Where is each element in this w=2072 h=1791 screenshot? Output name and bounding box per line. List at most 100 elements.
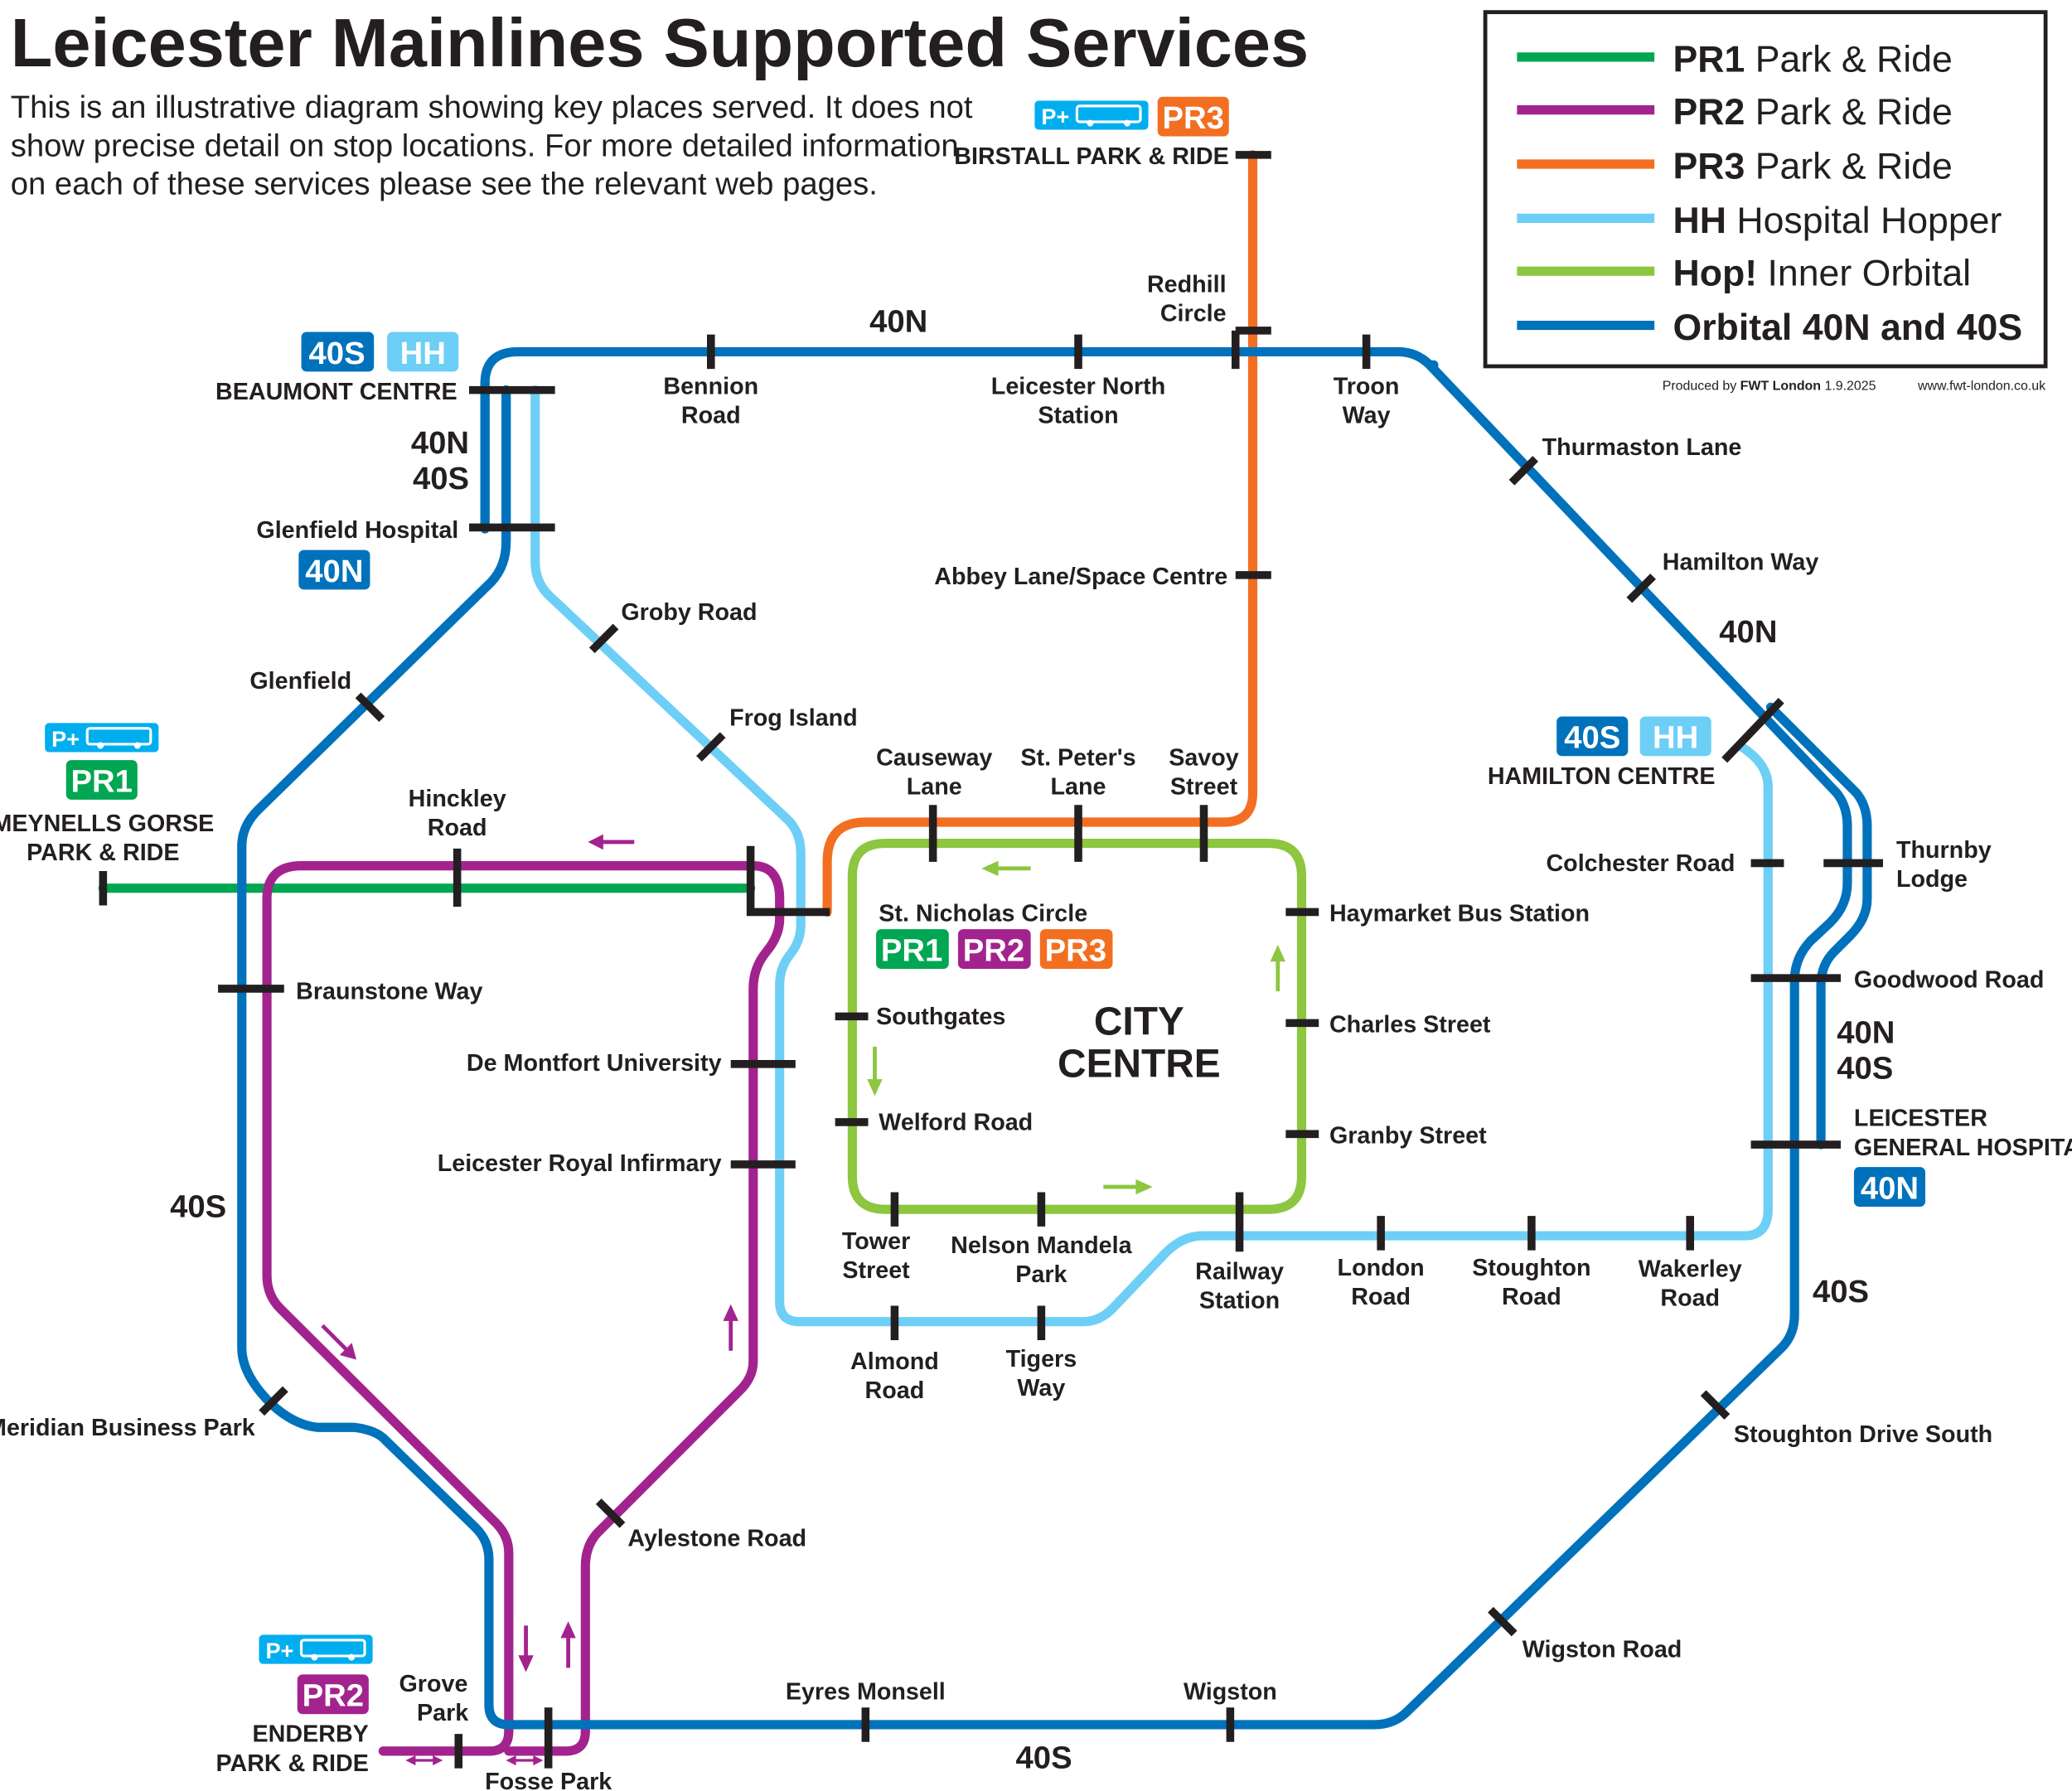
stop-aylestone: Aylestone Road bbox=[627, 1526, 806, 1552]
badge-pr2-enderby: PR2 bbox=[297, 1674, 369, 1715]
svg-text:PR2: PR2 bbox=[963, 932, 1024, 968]
svg-text:PR3 Park & Ride: PR3 Park & Ride bbox=[1673, 147, 1952, 187]
stop-labels: BIRSTALL PARK & RIDE BEAUMONT CENTRE Ben… bbox=[0, 143, 2072, 1791]
legend-item-hh: HH Hospital Hopper bbox=[1517, 201, 2002, 241]
route-orbital-40n bbox=[480, 360, 1872, 1150]
stop-wigston: Wigston bbox=[1184, 1679, 1277, 1706]
stop-beaumont: BEAUMONT CENTRE bbox=[215, 379, 457, 405]
svg-text:PR1: PR1 bbox=[881, 932, 942, 968]
city-centre-label: CENTRE bbox=[1058, 1043, 1221, 1087]
svg-text:40N: 40N bbox=[1837, 1014, 1895, 1050]
badge-pr3-st-nicholas: PR3 bbox=[1039, 929, 1113, 969]
badge-40n-glenfield: 40N bbox=[298, 549, 370, 590]
arrow-down-icon bbox=[867, 1047, 883, 1096]
route-labels: 40N 40N 40S 40N 40N 40S 40S 40S 40S bbox=[170, 303, 1895, 1775]
svg-text:PR3: PR3 bbox=[1045, 932, 1106, 968]
route-hh bbox=[530, 385, 1773, 1327]
badge-40s-beaumont: 40S bbox=[301, 332, 375, 372]
route-pr3 bbox=[822, 150, 1258, 917]
arrow-left-right-icon bbox=[405, 1755, 443, 1766]
svg-text:PR3: PR3 bbox=[1163, 100, 1224, 136]
svg-text:40N: 40N bbox=[1861, 1170, 1919, 1206]
subtitle-line: This is an illustrative diagram showing … bbox=[11, 90, 973, 125]
svg-text:40S: 40S bbox=[1837, 1050, 1893, 1086]
legend-item-orbital: Orbital 40N and 40S bbox=[1517, 307, 2022, 348]
route-orbital-40s bbox=[237, 346, 1852, 1730]
legend: PR1 Park & Ride PR2 Park & Ride PR3 Park… bbox=[1483, 10, 2048, 369]
svg-text:40S: 40S bbox=[1564, 720, 1620, 756]
stop-wigston-road: Wigston Road bbox=[1523, 1637, 1682, 1663]
subtitle-line: on each of these services please see the… bbox=[11, 167, 878, 202]
stop-braunstone: Braunstone Way bbox=[296, 979, 482, 1005]
arrow-down-right-icon bbox=[321, 1324, 357, 1360]
stop-stoughton-drive: Stoughton Drive South bbox=[1734, 1421, 1992, 1448]
arrow-up-icon bbox=[560, 1621, 576, 1668]
arrow-right-icon bbox=[1103, 1179, 1153, 1195]
svg-text:40S: 40S bbox=[1016, 1740, 1072, 1776]
stop-fosse-park: Fosse Park bbox=[485, 1769, 612, 1791]
legend-item-pr1: PR1 Park & Ride bbox=[1517, 39, 1953, 80]
stop-glenfield: Glenfield bbox=[249, 668, 351, 695]
svg-text:HH Hospital Hopper: HH Hospital Hopper bbox=[1673, 201, 2002, 241]
direction-arrows bbox=[321, 834, 1285, 1766]
arrow-left-icon bbox=[588, 834, 635, 850]
stop-charles: Charles Street bbox=[1329, 1012, 1491, 1038]
page-title: Leicester Mainlines Supported Services bbox=[11, 4, 1309, 81]
stop-granby: Granby Street bbox=[1329, 1122, 1487, 1149]
badge-hh-beaumont: HH bbox=[387, 332, 459, 372]
legend-item-pr3: PR3 Park & Ride bbox=[1517, 147, 1953, 187]
legend-item-pr2: PR2 Park & Ride bbox=[1517, 92, 1953, 133]
badge-birstall-pplus bbox=[1033, 99, 1150, 132]
svg-text:PR1: PR1 bbox=[71, 763, 133, 799]
arrow-left-icon bbox=[981, 860, 1031, 877]
stop-frog-island: Frog Island bbox=[729, 705, 858, 732]
city-centre-label: CITY bbox=[1094, 1000, 1184, 1044]
credit: Produced by FWT London 1.9.2025 bbox=[1663, 380, 1876, 394]
svg-text:40N: 40N bbox=[1719, 614, 1777, 650]
badge-pr1-st-nicholas: PR1 bbox=[876, 929, 949, 969]
arrow-left-right-icon bbox=[506, 1755, 544, 1766]
badge-meynells-pplus bbox=[43, 721, 160, 754]
svg-text:Orbital 40N and 40S: Orbital 40N and 40S bbox=[1673, 307, 2022, 348]
stop-glenfield-hospital: Glenfield Hospital bbox=[256, 517, 458, 544]
svg-text:40S: 40S bbox=[413, 461, 469, 496]
svg-text:HH: HH bbox=[400, 336, 446, 371]
svg-text:Hop! Inner Orbital: Hop! Inner Orbital bbox=[1673, 254, 1971, 294]
stop-haymarket: Haymarket Bus Station bbox=[1329, 901, 1590, 927]
stop-dmu: De Montfort University bbox=[467, 1050, 722, 1077]
svg-text:40N: 40N bbox=[411, 425, 469, 461]
stop-goodwood: Goodwood Road bbox=[1854, 966, 2044, 993]
stop-southgates: Southgates bbox=[876, 1004, 1005, 1030]
legend-item-hop: Hop! Inner Orbital bbox=[1517, 254, 1971, 294]
badge-40s-hamilton: 40S bbox=[1556, 716, 1629, 757]
stop-hamilton-centre: HAMILTON CENTRE bbox=[1488, 763, 1716, 790]
svg-text:40N: 40N bbox=[869, 303, 927, 339]
stop-groby: Groby Road bbox=[621, 599, 757, 626]
stop-st-nicholas: St. Nicholas Circle bbox=[879, 901, 1087, 927]
arrow-down-icon bbox=[518, 1625, 534, 1672]
route-hop-inner-orbital bbox=[847, 838, 1307, 1214]
svg-text:PR2: PR2 bbox=[303, 1678, 364, 1714]
badge-enderby-pplus bbox=[257, 1633, 375, 1666]
stop-eyres-monsell: Eyres Monsell bbox=[786, 1679, 946, 1706]
stop-birstall: BIRSTALL PARK & RIDE bbox=[954, 143, 1229, 170]
subtitle-line: show precise detail on stop locations. F… bbox=[11, 128, 959, 163]
stop-hamilton-way: Hamilton Way bbox=[1663, 549, 1819, 575]
